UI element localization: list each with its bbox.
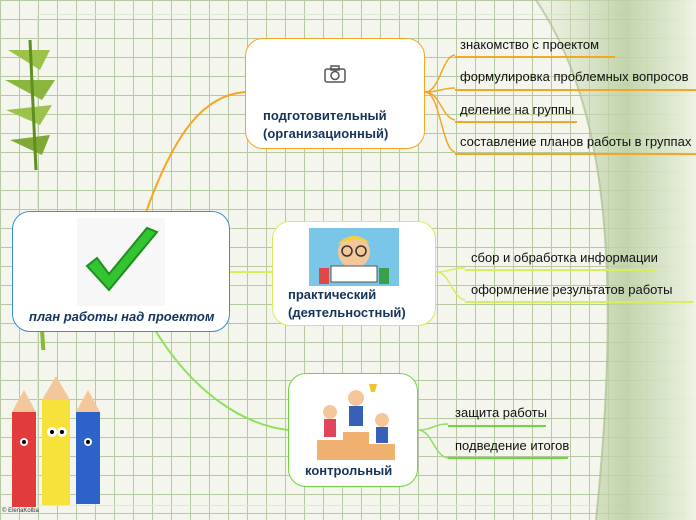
leaf-underline — [455, 153, 696, 155]
pencils-icon — [12, 376, 100, 507]
leaf-underline — [465, 301, 693, 303]
leaf-defense[interactable]: защита работы — [455, 405, 547, 420]
leaf-summary[interactable]: подведение итогов — [455, 438, 570, 453]
reading-kid-icon — [309, 228, 399, 286]
leaf-underline — [448, 457, 568, 459]
leaf-underline — [465, 269, 655, 271]
leaf-results[interactable]: оформление результатов работы — [471, 282, 673, 297]
branch-node-practical[interactable]: практический (деятельностный) — [272, 221, 436, 326]
podium-kids-icon — [317, 384, 395, 460]
leaf-underline — [455, 56, 615, 58]
leaf-group-plans[interactable]: составление планов работы в группах — [460, 134, 692, 149]
branch-label-preparatory: подготовительный (организационный) — [263, 108, 389, 141]
leaf-underline — [455, 121, 577, 123]
leaf-problem-questions[interactable]: формулировка проблемных вопросов — [460, 69, 689, 84]
leaf-underline — [448, 425, 546, 427]
branch-label-practical: практический (деятельностный) — [288, 287, 406, 320]
leaf-collect-info[interactable]: сбор и обработка информации — [471, 250, 658, 265]
ribbon-icon — [5, 39, 55, 350]
leaf-underline — [455, 89, 696, 91]
page-curl — [535, 0, 696, 520]
central-node[interactable]: план работы над проектом — [12, 211, 230, 332]
credit-text: © ElenaKolba — [2, 508, 39, 514]
checkmark-icon — [77, 218, 165, 306]
branch-label-control: контрольный — [305, 463, 393, 478]
leaf-grouping[interactable]: деление на группы — [460, 102, 575, 117]
branch-node-control[interactable]: контрольный — [288, 373, 418, 487]
camera-icon — [324, 65, 346, 83]
central-label: план работы над проектом — [29, 309, 215, 324]
branch-node-preparatory[interactable]: подготовительный (организационный) — [245, 38, 425, 149]
leaf-acquaintance[interactable]: знакомство с проектом — [460, 37, 600, 52]
